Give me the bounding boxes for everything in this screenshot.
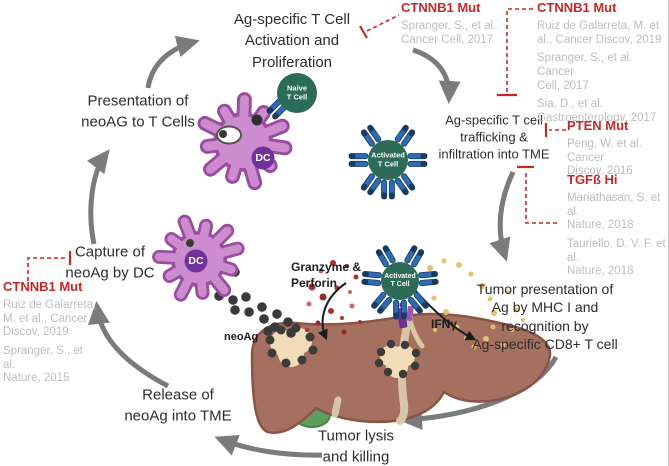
annotation-title: CTNNB1 Mut [537, 0, 617, 15]
activated-t-cell-right [348, 123, 428, 200]
dc-nucleolus [186, 239, 194, 247]
activated-t-cell-tumor [361, 244, 439, 320]
annotation-title: TGFß Hi [567, 172, 618, 187]
annotation-title: CTNNB1 Mut [3, 279, 83, 294]
annotation-ctnnb1-trafficking: CTNNB1 Mut Ruiz de Galarreta, M. et al.,… [537, 0, 669, 125]
arrow-presentation-to-activation [145, 35, 200, 89]
annotation-reference: Spranger, S., et al. Cancer Cell, 2017 [537, 52, 633, 92]
activated-t-cell-right-label: Activated T Cell [371, 150, 405, 168]
arrow-lysis-to-release [214, 434, 323, 458]
annotation-reference: Peng, W. et al. Cancer Discov, 2016 [567, 138, 642, 178]
annotation-tgfb: TGFß Hi Mariathasan, S. et al. Nature, 2… [567, 172, 669, 279]
annotation-reference: Tauriello, D. V. F. et al. Nature, 2018 [567, 237, 666, 278]
tumor-mass-right [374, 339, 421, 379]
annotation-reference: Spranger, S., et al. Nature, 2015 [3, 344, 83, 385]
falciform-ligament [396, 312, 413, 425]
step-presentation: Presentation of neoAG to T Cells [81, 92, 195, 131]
annotation-reference: Mariathasan, S. et al. Nature, 2018 [567, 192, 661, 232]
connector-tgfb [525, 170, 557, 224]
neoag-label: neoAg [224, 331, 259, 343]
naive-t-cell [265, 73, 317, 121]
annotation-title: PTEN Mut [567, 118, 629, 133]
annotation-ctnnb1-capture: CTNNB1 Mut Ruiz de Galarreta, M. et al.,… [3, 279, 98, 386]
annotation-reference: Ruiz de Galarreta, M. et al., Cancer Dis… [537, 20, 662, 46]
arrow-capture-to-presentation [86, 149, 110, 245]
dc-badge [251, 146, 275, 170]
connector-ctnnb1-activation [366, 14, 400, 32]
dc-nucleolus [219, 130, 227, 138]
naive-t-cell-label: Naive T Cell [286, 83, 308, 101]
inhibition-connectors [27, 8, 566, 281]
annotation-pten: PTEN Mut Peng, W. et al. Cancer Discov, … [567, 118, 669, 179]
annotation-reference: Sia, D., et al. Gastroenterology, 2017 [537, 98, 657, 124]
antigen-dot [251, 114, 263, 126]
dendritic-cell-top [198, 95, 291, 187]
step-capture: Capture of neoAg by DC [65, 243, 155, 282]
step-tumor-lysis: Tumor lysis and killing [317, 427, 395, 466]
arrow-activation-to-trafficking [412, 47, 461, 104]
granzyme-perforin-label: Granzyme & Perforin [291, 260, 362, 290]
dendritic-cell-center [152, 210, 247, 304]
step-release: Release of neoAg into TME [124, 386, 232, 425]
granzyme-arrow [318, 282, 347, 341]
ifn-gamma-dots [427, 258, 525, 350]
activated-t-cell-tumor-label: Activated T Cell [384, 272, 416, 288]
arrow-tumor-presentation-to-lysis [399, 355, 559, 430]
connector-ctnnb1-trafficking [506, 8, 533, 93]
step-activation: Ag-specific T Cell Activation and Prolif… [233, 11, 351, 71]
dc-top-label: DC [255, 151, 271, 164]
step-tumor-presentation: Tumor presentation of Ag by MHC I and re… [472, 281, 618, 353]
ligament-stub [331, 396, 342, 418]
annotation-reference: Spranger, S., et al. Cancer Cell, 2017 [401, 20, 497, 46]
annotation-ctnnb1-activation: CTNNB1 Mut Spranger, S., et al. Cancer C… [401, 0, 511, 47]
step-trafficking: Ag-specific T cell trafficking & infiltr… [438, 112, 550, 162]
dc-badge [184, 249, 208, 273]
cycle-arrows [86, 35, 559, 458]
annotation-title: CTNNB1 Mut [401, 0, 481, 15]
liver-illustration [250, 312, 552, 435]
connector-ctnnb1-capture [27, 257, 67, 281]
dc-center-label: DC [188, 254, 204, 267]
arrow-trafficking-to-tumor-presentation [489, 170, 516, 262]
ifn-gamma-label: IFNγ [431, 317, 458, 331]
tbar-activation [359, 25, 368, 39]
granzyme-dots [305, 260, 362, 335]
annotation-reference: Ruiz de Galarreta, M. et al., Cancer Dis… [3, 299, 97, 339]
arrow-release-to-capture [87, 301, 170, 389]
